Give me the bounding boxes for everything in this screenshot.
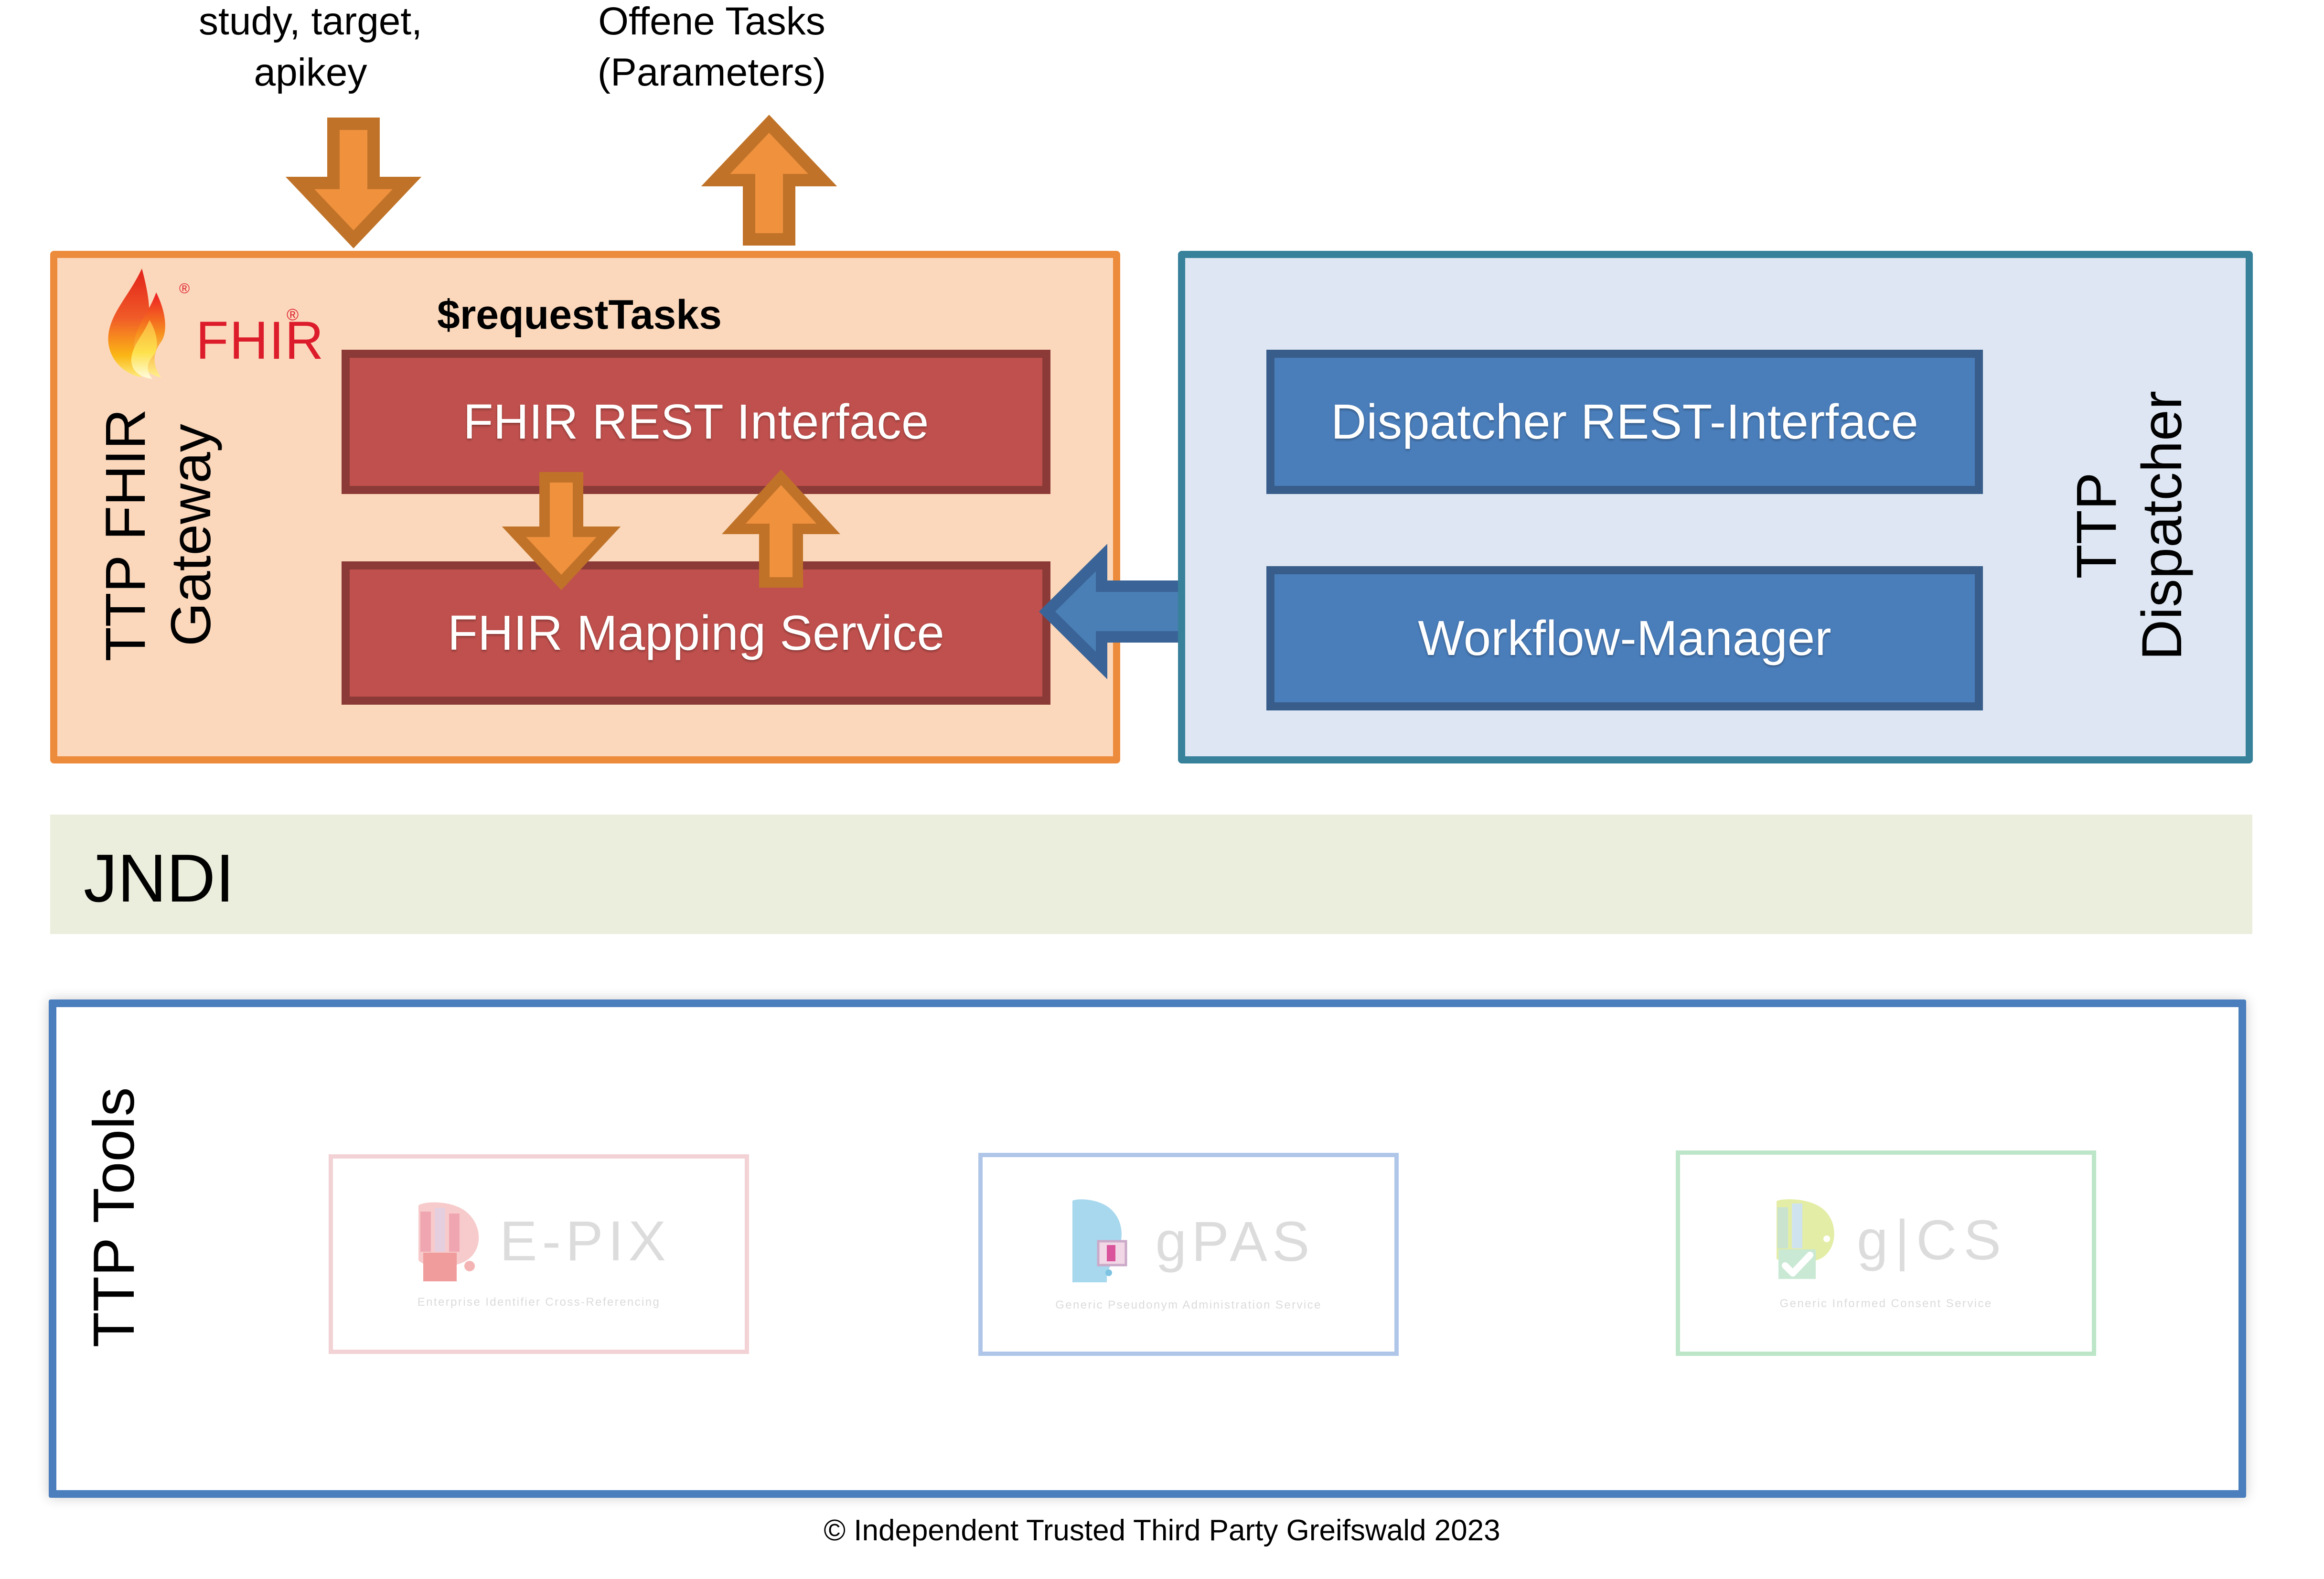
jndi-label: JNDI: [84, 840, 235, 916]
service-label: Dispatcher REST-Interface: [1330, 394, 1919, 449]
ttp-fhir-gateway-container: FHIR ® ® TTP FHIR Gateway $requestTasks …: [50, 251, 1120, 763]
tool-subtitle: Generic Pseudonym Administration Service: [1055, 1298, 1322, 1311]
tool-subtitle: Generic Informed Consent Service: [1779, 1297, 1992, 1310]
service-box-workflow-manager[interactable]: Workflow-Manager: [1266, 566, 1983, 710]
gpas-icon: [1072, 1199, 1127, 1282]
tools-label: TTP Tools: [81, 1087, 146, 1348]
service-box-fhir-rest-interface[interactable]: FHIR REST Interface: [342, 350, 1050, 494]
service-box-fhir-mapping-service[interactable]: FHIR Mapping Service: [342, 561, 1050, 705]
arrow-up-icon-output: [701, 115, 837, 246]
annotation-input: study, target, apikey: [199, 0, 422, 94]
tool-name: g|CS: [1856, 1209, 2008, 1272]
service-label: Workflow-Manager: [1418, 611, 1831, 666]
tool-name: gPAS: [1155, 1210, 1315, 1273]
e-pix-icon: [418, 1202, 479, 1281]
arrow-down-icon-input: [285, 118, 422, 248]
arrow-up-icon-internal: [721, 469, 841, 588]
service-label: FHIR Mapping Service: [447, 605, 945, 660]
gics-icon: [1776, 1199, 1834, 1279]
fhir-registered-mark-1: ®: [179, 281, 190, 297]
jndi-layer: JNDI: [50, 815, 2252, 934]
tool-card-e-pix[interactable]: E-PIX Enterprise Identifier Cross-Refere…: [329, 1154, 749, 1354]
fhir-logo-word: FHIR: [196, 311, 325, 370]
tool-card-gics[interactable]: g|CS Generic Informed Consent Service: [1676, 1150, 2096, 1356]
fhir-registered-mark-2: ®: [287, 306, 299, 324]
request-tasks-operation-label: $requestTasks: [437, 292, 722, 338]
gateway-label: TTP FHIR Gateway: [94, 408, 223, 662]
service-label: FHIR REST Interface: [463, 394, 929, 449]
ttp-dispatcher-container: Dispatcher REST-Interface Workflow-Manag…: [1178, 251, 2253, 763]
ttp-tools-container: TTP Tools E-PIX Enterprise Identifier Cr…: [49, 999, 2246, 1498]
fhir-logo: FHIR ® ®: [103, 268, 323, 382]
dispatcher-label: TTP Dispatcher: [2065, 391, 2194, 661]
tool-name: E-PIX: [499, 1210, 671, 1273]
flame-icon: [108, 269, 165, 379]
tool-card-gpas[interactable]: gPAS Generic Pseudonym Administration Se…: [978, 1153, 1399, 1356]
arrow-down-icon-internal: [502, 472, 621, 591]
annotation-output: Offene Tasks (Parameters): [597, 0, 826, 94]
service-box-dispatcher-rest-interface[interactable]: Dispatcher REST-Interface: [1266, 350, 1983, 494]
copyright-footer: © Independent Trusted Third Party Greifs…: [824, 1514, 1500, 1547]
tool-subtitle: Enterprise Identifier Cross-Referencing: [417, 1296, 661, 1309]
